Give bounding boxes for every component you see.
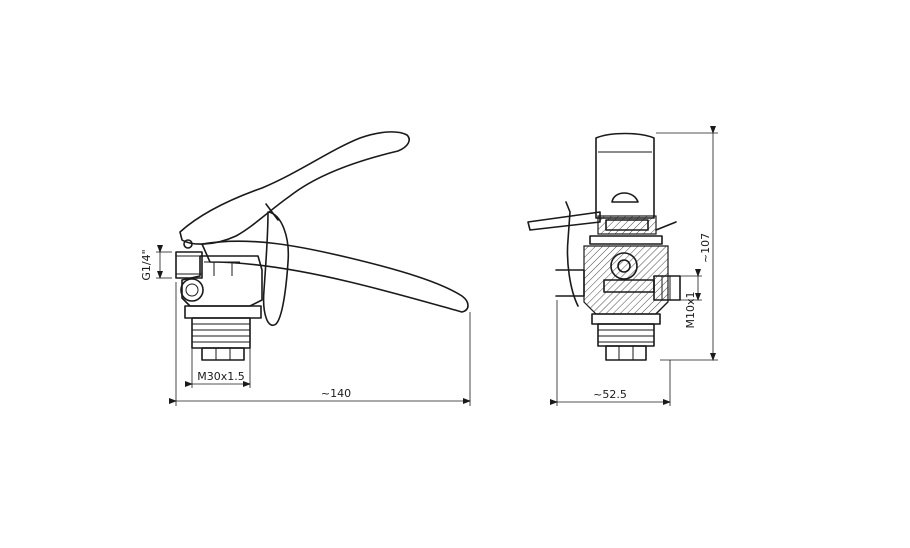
hinge-pin: [183, 239, 193, 249]
safety-pin-ring: [262, 211, 290, 327]
thread-neck: [191, 317, 251, 349]
flange: [589, 235, 663, 245]
dim-thread-pipe: G1/4": [140, 249, 153, 280]
dim-thread-neck: M30x1.5: [197, 370, 245, 383]
side-view: G1/4" M30x1.5 ~140: [140, 131, 471, 406]
dim-width: ~52.5: [593, 388, 627, 401]
lever-front: [595, 132, 655, 219]
side-port: [653, 275, 681, 301]
safety-pin-front: [527, 211, 601, 231]
gauge: [180, 278, 204, 302]
neck-collar: [184, 305, 262, 319]
upper-lever: [179, 131, 410, 245]
front-view: ~52.5 ~107 M10x1: [527, 126, 718, 406]
front-collar: [591, 313, 661, 325]
siphon-stub: [201, 347, 245, 361]
lower-handle: [201, 240, 469, 313]
front-thread: [597, 323, 655, 347]
dim-height: ~107: [699, 233, 712, 263]
dim-thread-port: M10x1: [684, 292, 697, 329]
dim-length: ~140: [321, 387, 351, 400]
